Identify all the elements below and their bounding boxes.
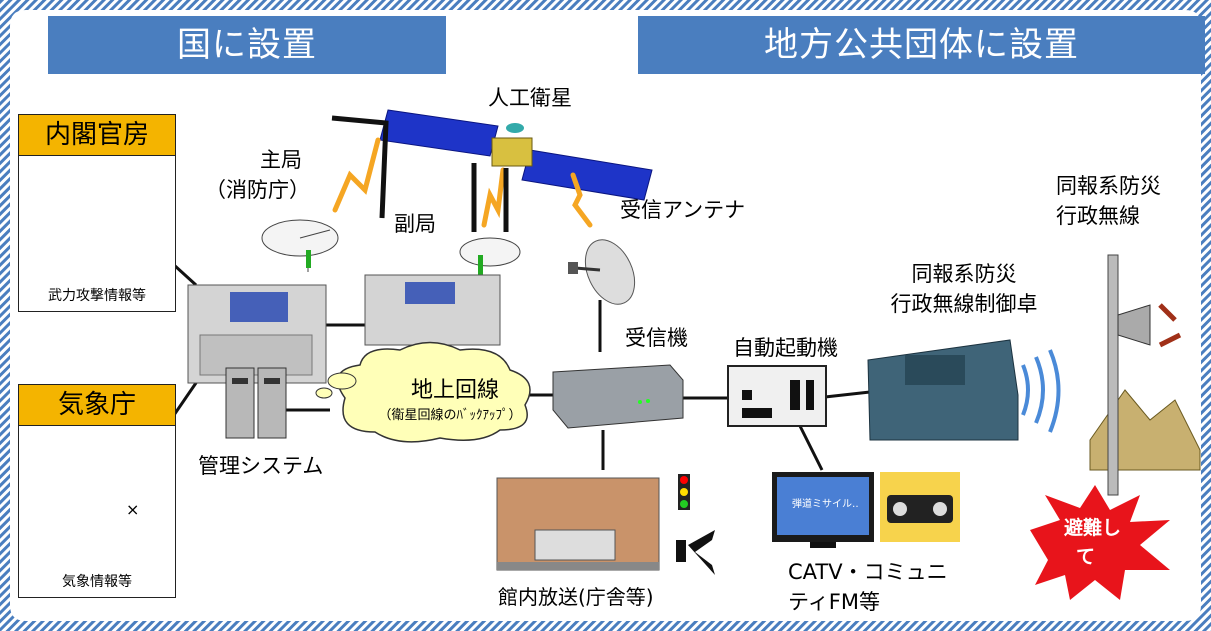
evac-text-2: て bbox=[1076, 546, 1096, 568]
satellite-illustration bbox=[379, 109, 653, 201]
auto-starter-box bbox=[727, 365, 827, 427]
radio-device bbox=[880, 472, 960, 542]
satellite-label: 人工衛星 bbox=[488, 86, 572, 110]
main-station-sublabel: （消防庁） bbox=[205, 178, 310, 202]
radio-waves bbox=[1021, 349, 1061, 433]
control-console bbox=[867, 339, 1019, 441]
speaker-pole bbox=[1089, 254, 1201, 496]
main-station-label: 主局 bbox=[260, 148, 302, 172]
government-building bbox=[496, 477, 660, 571]
jma-caption: 気象情報等 bbox=[62, 574, 132, 590]
ground-line-label: 地上回線 bbox=[410, 378, 499, 403]
connection-lines bbox=[172, 263, 871, 471]
signal-bolts bbox=[332, 137, 593, 228]
pa-speaker-icon bbox=[676, 530, 715, 575]
receiver-box bbox=[552, 364, 684, 429]
jma-title: 気象庁 bbox=[19, 385, 175, 426]
tv-screen-text: 弾道ミサイル‥ bbox=[792, 499, 859, 510]
pa-label: 館内放送(庁舎等) bbox=[498, 585, 654, 609]
control-console-sublabel: 行政無線制御卓 bbox=[890, 292, 1038, 316]
cabinet-box: 内閣官房 武力攻撃情報等 bbox=[18, 114, 176, 312]
cabinet-caption: 武力攻撃情報等 bbox=[48, 288, 146, 304]
catv-sublabel: ティFM等 bbox=[788, 590, 880, 614]
server-towers bbox=[225, 367, 287, 439]
pole-label: 同報系防災 bbox=[1056, 174, 1161, 198]
map-mark: × bbox=[126, 500, 140, 519]
evacuate-burst bbox=[1030, 485, 1170, 600]
evac-text: 避難し bbox=[1064, 517, 1122, 539]
auto-starter-label: 自動起動機 bbox=[733, 336, 838, 360]
catv-label: CATV・コミュニ bbox=[788, 560, 948, 584]
signal-tower bbox=[678, 474, 690, 510]
sub-console bbox=[364, 274, 501, 346]
cabinet-title: 内閣官房 bbox=[19, 115, 175, 156]
ground-line-sublabel: （衛星回線のﾊﾞｯｸｱｯﾌﾟ） bbox=[378, 408, 522, 423]
ground-line-cloud bbox=[315, 341, 531, 443]
mgmt-system-label: 管理システム bbox=[198, 454, 324, 478]
receive-antenna-label: 受信アンテナ bbox=[620, 198, 746, 222]
catv-tv bbox=[772, 472, 874, 548]
header-local: 地方公共団体に設置 bbox=[638, 16, 1205, 74]
main-console bbox=[187, 284, 327, 384]
receive-antenna-dish bbox=[568, 239, 636, 305]
sub-station-dish bbox=[459, 237, 521, 275]
main-station-dish bbox=[261, 219, 339, 272]
jma-box: 気象庁 気象情報等 bbox=[18, 384, 176, 598]
pole-sublabel: 行政無線 bbox=[1056, 204, 1140, 228]
control-console-label: 同報系防災 bbox=[911, 262, 1017, 286]
receiver-label: 受信機 bbox=[625, 326, 688, 350]
header-national: 国に設置 bbox=[48, 16, 446, 74]
sub-station-label: 副局 bbox=[394, 212, 436, 236]
